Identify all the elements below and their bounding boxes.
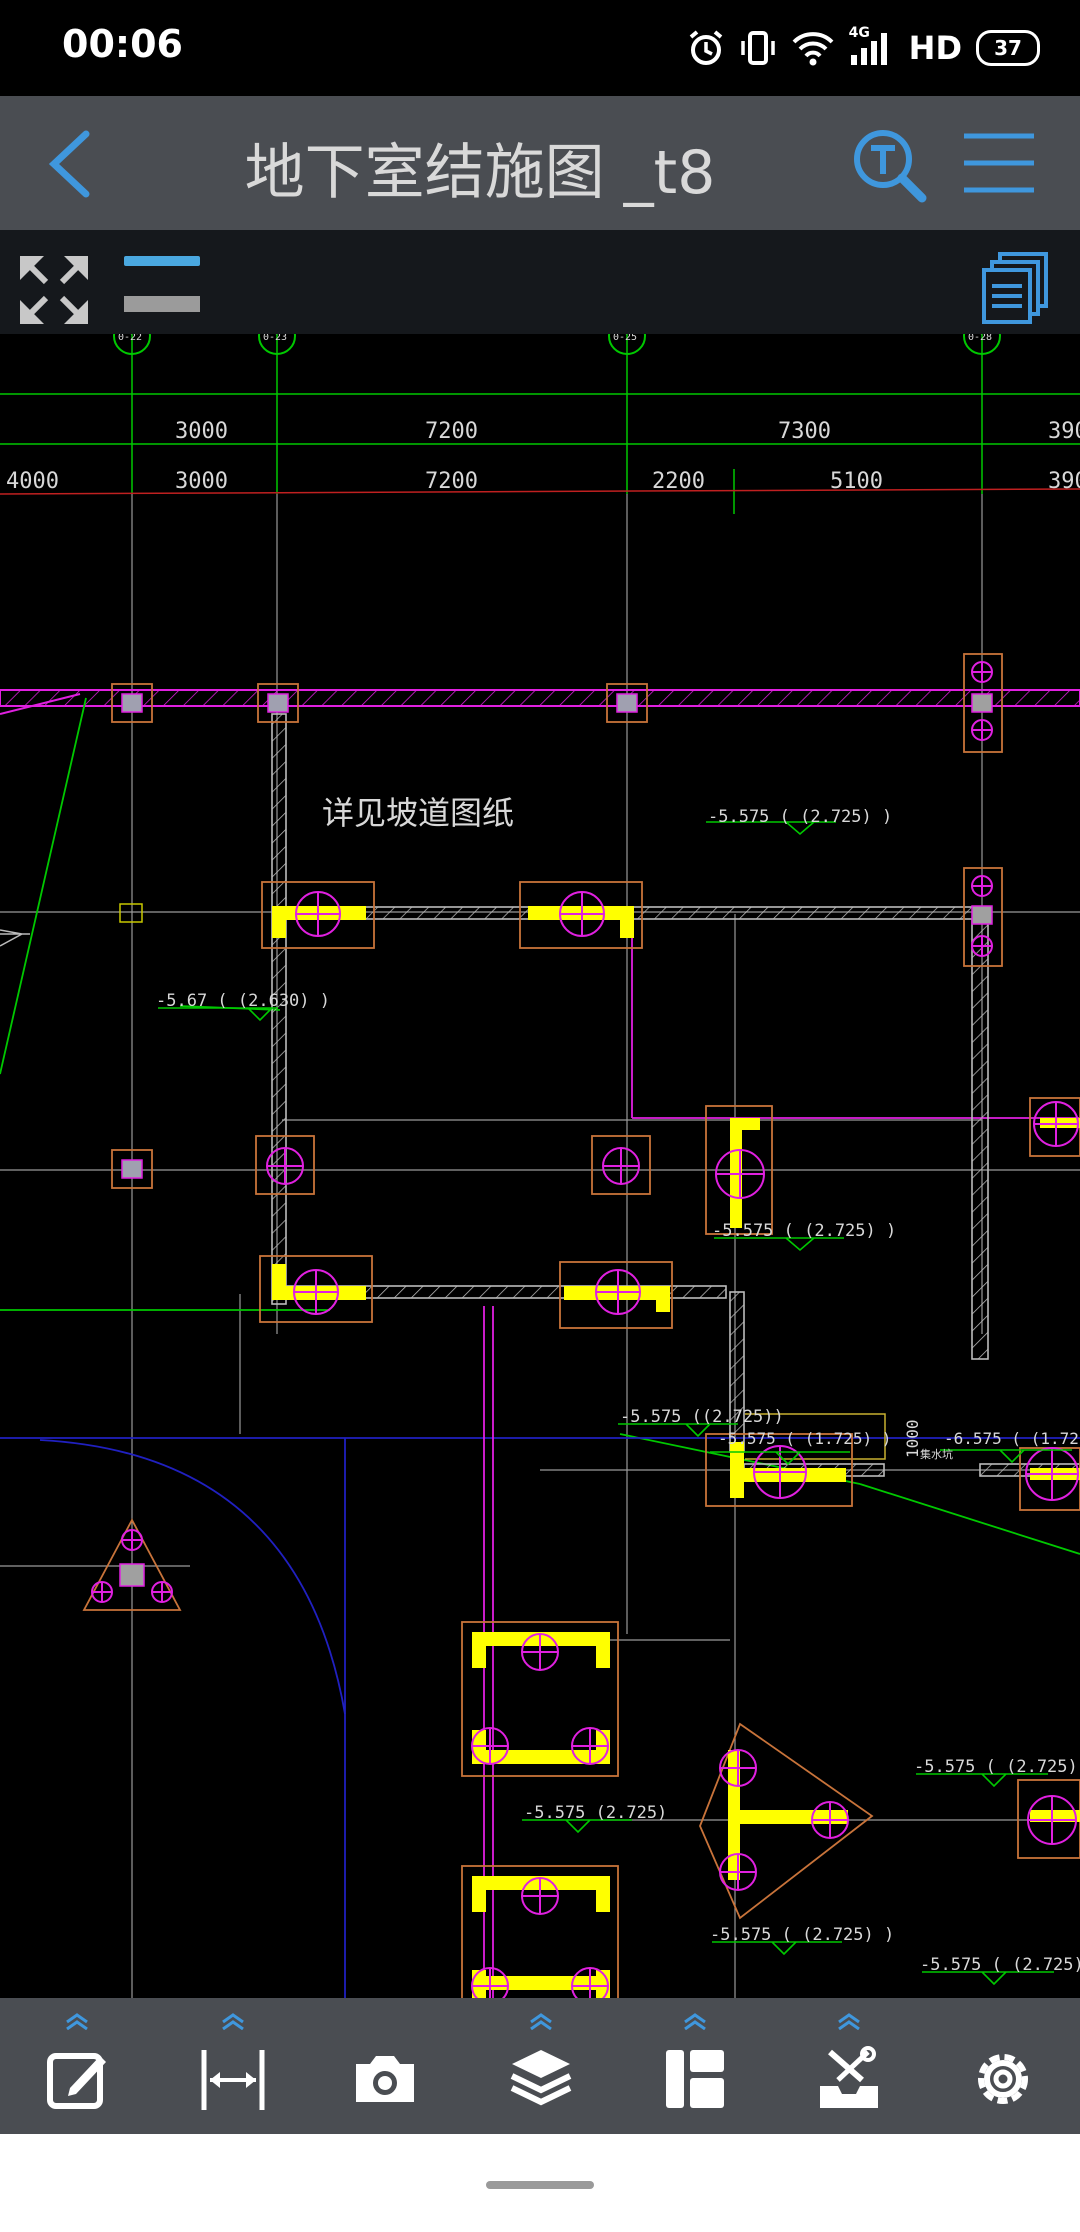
edit-button[interactable]	[22, 2006, 132, 2126]
elevation-label: -5.575 ( (2.725) )	[710, 1925, 894, 1945]
dim-4000: 4000	[6, 469, 59, 494]
line-weight-thick[interactable]	[124, 296, 200, 312]
axis-bubble-0-22: 0-22	[118, 334, 142, 343]
elevation-label: -5.575 ( (1.725) )	[718, 1429, 891, 1448]
settings-icon	[978, 2054, 1028, 2104]
navigation-bar	[0, 2134, 1080, 2232]
battery-indicator: 37	[976, 30, 1040, 66]
battery-level: 37	[994, 36, 1022, 60]
measure-button[interactable]	[178, 2006, 288, 2126]
edit-icon	[47, 2053, 106, 2109]
layers-icon	[510, 2050, 572, 2106]
hamburger-menu-icon[interactable]	[962, 130, 1036, 196]
page-title: 地下室结施图 _t8	[244, 138, 716, 208]
line-weight-thin[interactable]	[124, 256, 200, 266]
dim-5100: 5100	[830, 469, 883, 494]
vibrate-icon	[740, 31, 775, 65]
measure-icon	[201, 2050, 265, 2110]
bottom-toolbar	[0, 1998, 1080, 2134]
elevation-label: -5.575 ( (2.725) )	[920, 1955, 1080, 1975]
layout-icon	[666, 2050, 724, 2108]
dim-7200-a: 7200	[425, 419, 478, 444]
layout-button[interactable]	[640, 2006, 750, 2126]
tools-icon	[820, 2046, 878, 2108]
camera-icon	[356, 2056, 414, 2102]
text-search-icon[interactable]	[850, 126, 928, 204]
elevation-label: -5.575 ((2.725))	[620, 1407, 784, 1427]
layers-button[interactable]	[486, 2006, 596, 2126]
status-icons: 4G HD 37	[687, 24, 1040, 72]
expand-arrows-icon[interactable]	[18, 254, 90, 326]
chevron-up-icon	[684, 2013, 706, 2030]
elevation-label: -5.575 ( (2.725) )	[914, 1757, 1080, 1777]
back-chevron-icon[interactable]	[36, 126, 106, 202]
settings-button[interactable]	[948, 2006, 1058, 2126]
dim-390-b: 390	[1048, 469, 1080, 494]
dim-3000-a: 3000	[175, 419, 228, 444]
elevation-label: -5.575 (2.725)	[524, 1803, 667, 1823]
axis-bubble-0-28: 0-28	[968, 334, 992, 343]
alarm-icon	[689, 30, 722, 65]
chevron-up-icon	[66, 2013, 88, 2030]
dim-7200-b: 7200	[425, 469, 478, 494]
hd-indicator: HD	[908, 29, 962, 67]
axis-bubble-0-25: 0-25	[613, 334, 637, 343]
chevron-up-icon	[530, 2013, 552, 2030]
dim-7300: 7300	[778, 419, 831, 444]
signal-icon: 4G	[849, 25, 895, 67]
status-bar: 00:06 4G HD 37	[0, 0, 1080, 96]
layouts-pages-icon[interactable]	[980, 250, 1050, 324]
note-ramp: 详见坡道图纸	[322, 794, 514, 832]
drawing-canvas[interactable]: 0-22 0-23 0-25 0-28 3000 7200 7300 390 4…	[0, 334, 1080, 1998]
home-gesture-pill[interactable]	[486, 2181, 594, 2189]
elevation-label: -5.575 ( (2.725) )	[708, 807, 892, 827]
dim-3000-b: 3000	[175, 469, 228, 494]
elevation-label: -6.575 ( (1.725) )	[944, 1429, 1080, 1448]
axis-bubble-0-23: 0-23	[263, 334, 287, 343]
dim-1000: 1000	[903, 1419, 922, 1458]
status-time: 00:06	[62, 22, 183, 66]
dim-390-a: 390	[1048, 419, 1080, 444]
chevron-up-icon	[838, 2013, 860, 2030]
camera-button[interactable]	[330, 2006, 440, 2126]
drawing-toolbar	[0, 230, 1080, 334]
wifi-icon	[792, 32, 834, 66]
title-bar: 地下室结施图 _t8	[0, 96, 1080, 230]
elevation-label: -5.67 ( (2.630) )	[156, 991, 330, 1011]
tools-button[interactable]	[794, 2006, 904, 2126]
network-type: 4G	[848, 25, 870, 41]
sump-label: 集水坑	[920, 1447, 953, 1461]
dim-2200: 2200	[652, 469, 705, 494]
chevron-up-icon	[222, 2013, 244, 2030]
elevation-label: -5.575 ( (2.725) )	[712, 1221, 896, 1241]
cad-drawing[interactable]: 0-22 0-23 0-25 0-28 3000 7200 7300 390 4…	[0, 334, 1080, 1998]
